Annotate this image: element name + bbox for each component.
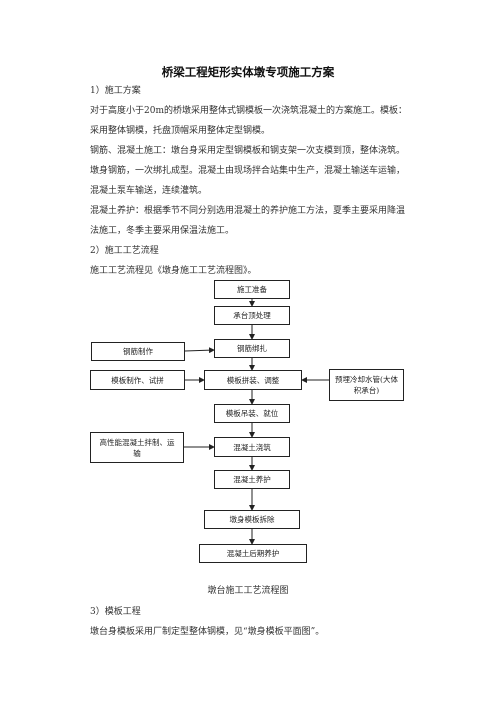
flow-step-9: 混凝土后期养护 [199, 544, 307, 563]
flow-side-rebar: 钢筋制作 [91, 342, 185, 361]
flow-step-1: 施工准备 [214, 280, 290, 299]
flow-step-6: 混凝土浇筑 [214, 437, 290, 457]
flow-step-5: 模板吊装、就位 [214, 404, 290, 423]
flow-step-4: 模板拼装、调整 [204, 370, 302, 390]
section-3-paragraph-1: 墩台身模板采用厂制定型整体钢模，见“墩身模板平面图”。 [90, 627, 325, 637]
section-2-paragraph-1: 施工工艺流程见《墩身施工工艺流程图》。 [90, 266, 257, 276]
section-1-heading: 1）施工方案 [90, 86, 141, 96]
section-1-paragraph-3: 混凝土养护：根据季节不同分别选用混凝土的养护施工方法，夏季主要采用降温法施工，冬… [90, 206, 406, 236]
document-title: 桥梁工程矩形实体墩专项施工方案 [161, 65, 335, 79]
flow-step-7: 混凝土养护 [214, 470, 290, 489]
section-1-paragraph-1: 对于高度小于20m的桥墩采用整体式钢模板一次浇筑混凝土的方案施工。模板：采用整体… [90, 106, 407, 136]
section-3-heading: 3）模板工程 [90, 607, 141, 617]
flowchart-caption: 墩台施工工艺流程图 [207, 586, 289, 596]
flow-step-3: 钢筋绑扎 [214, 339, 290, 358]
section-2-heading: 2）施工工艺流程 [90, 246, 159, 256]
flow-side-concrete-mixing: 高性能混凝土拌制、运输 [90, 432, 184, 463]
flow-step-2: 承台顶处理 [214, 306, 290, 325]
flow-step-8: 墩身模板拆除 [204, 510, 300, 529]
section-1-paragraph-2: 钢筋、混凝土施工：墩台身采用定型钢模板和钢支架一次支模到顶，整体浇筑。墩身钢筋，… [90, 146, 406, 196]
flow-side-cooling-pipe: 预埋冷却水管(大体积承台) [329, 369, 404, 401]
flow-side-formwork: 模板制作、试拼 [90, 370, 185, 390]
